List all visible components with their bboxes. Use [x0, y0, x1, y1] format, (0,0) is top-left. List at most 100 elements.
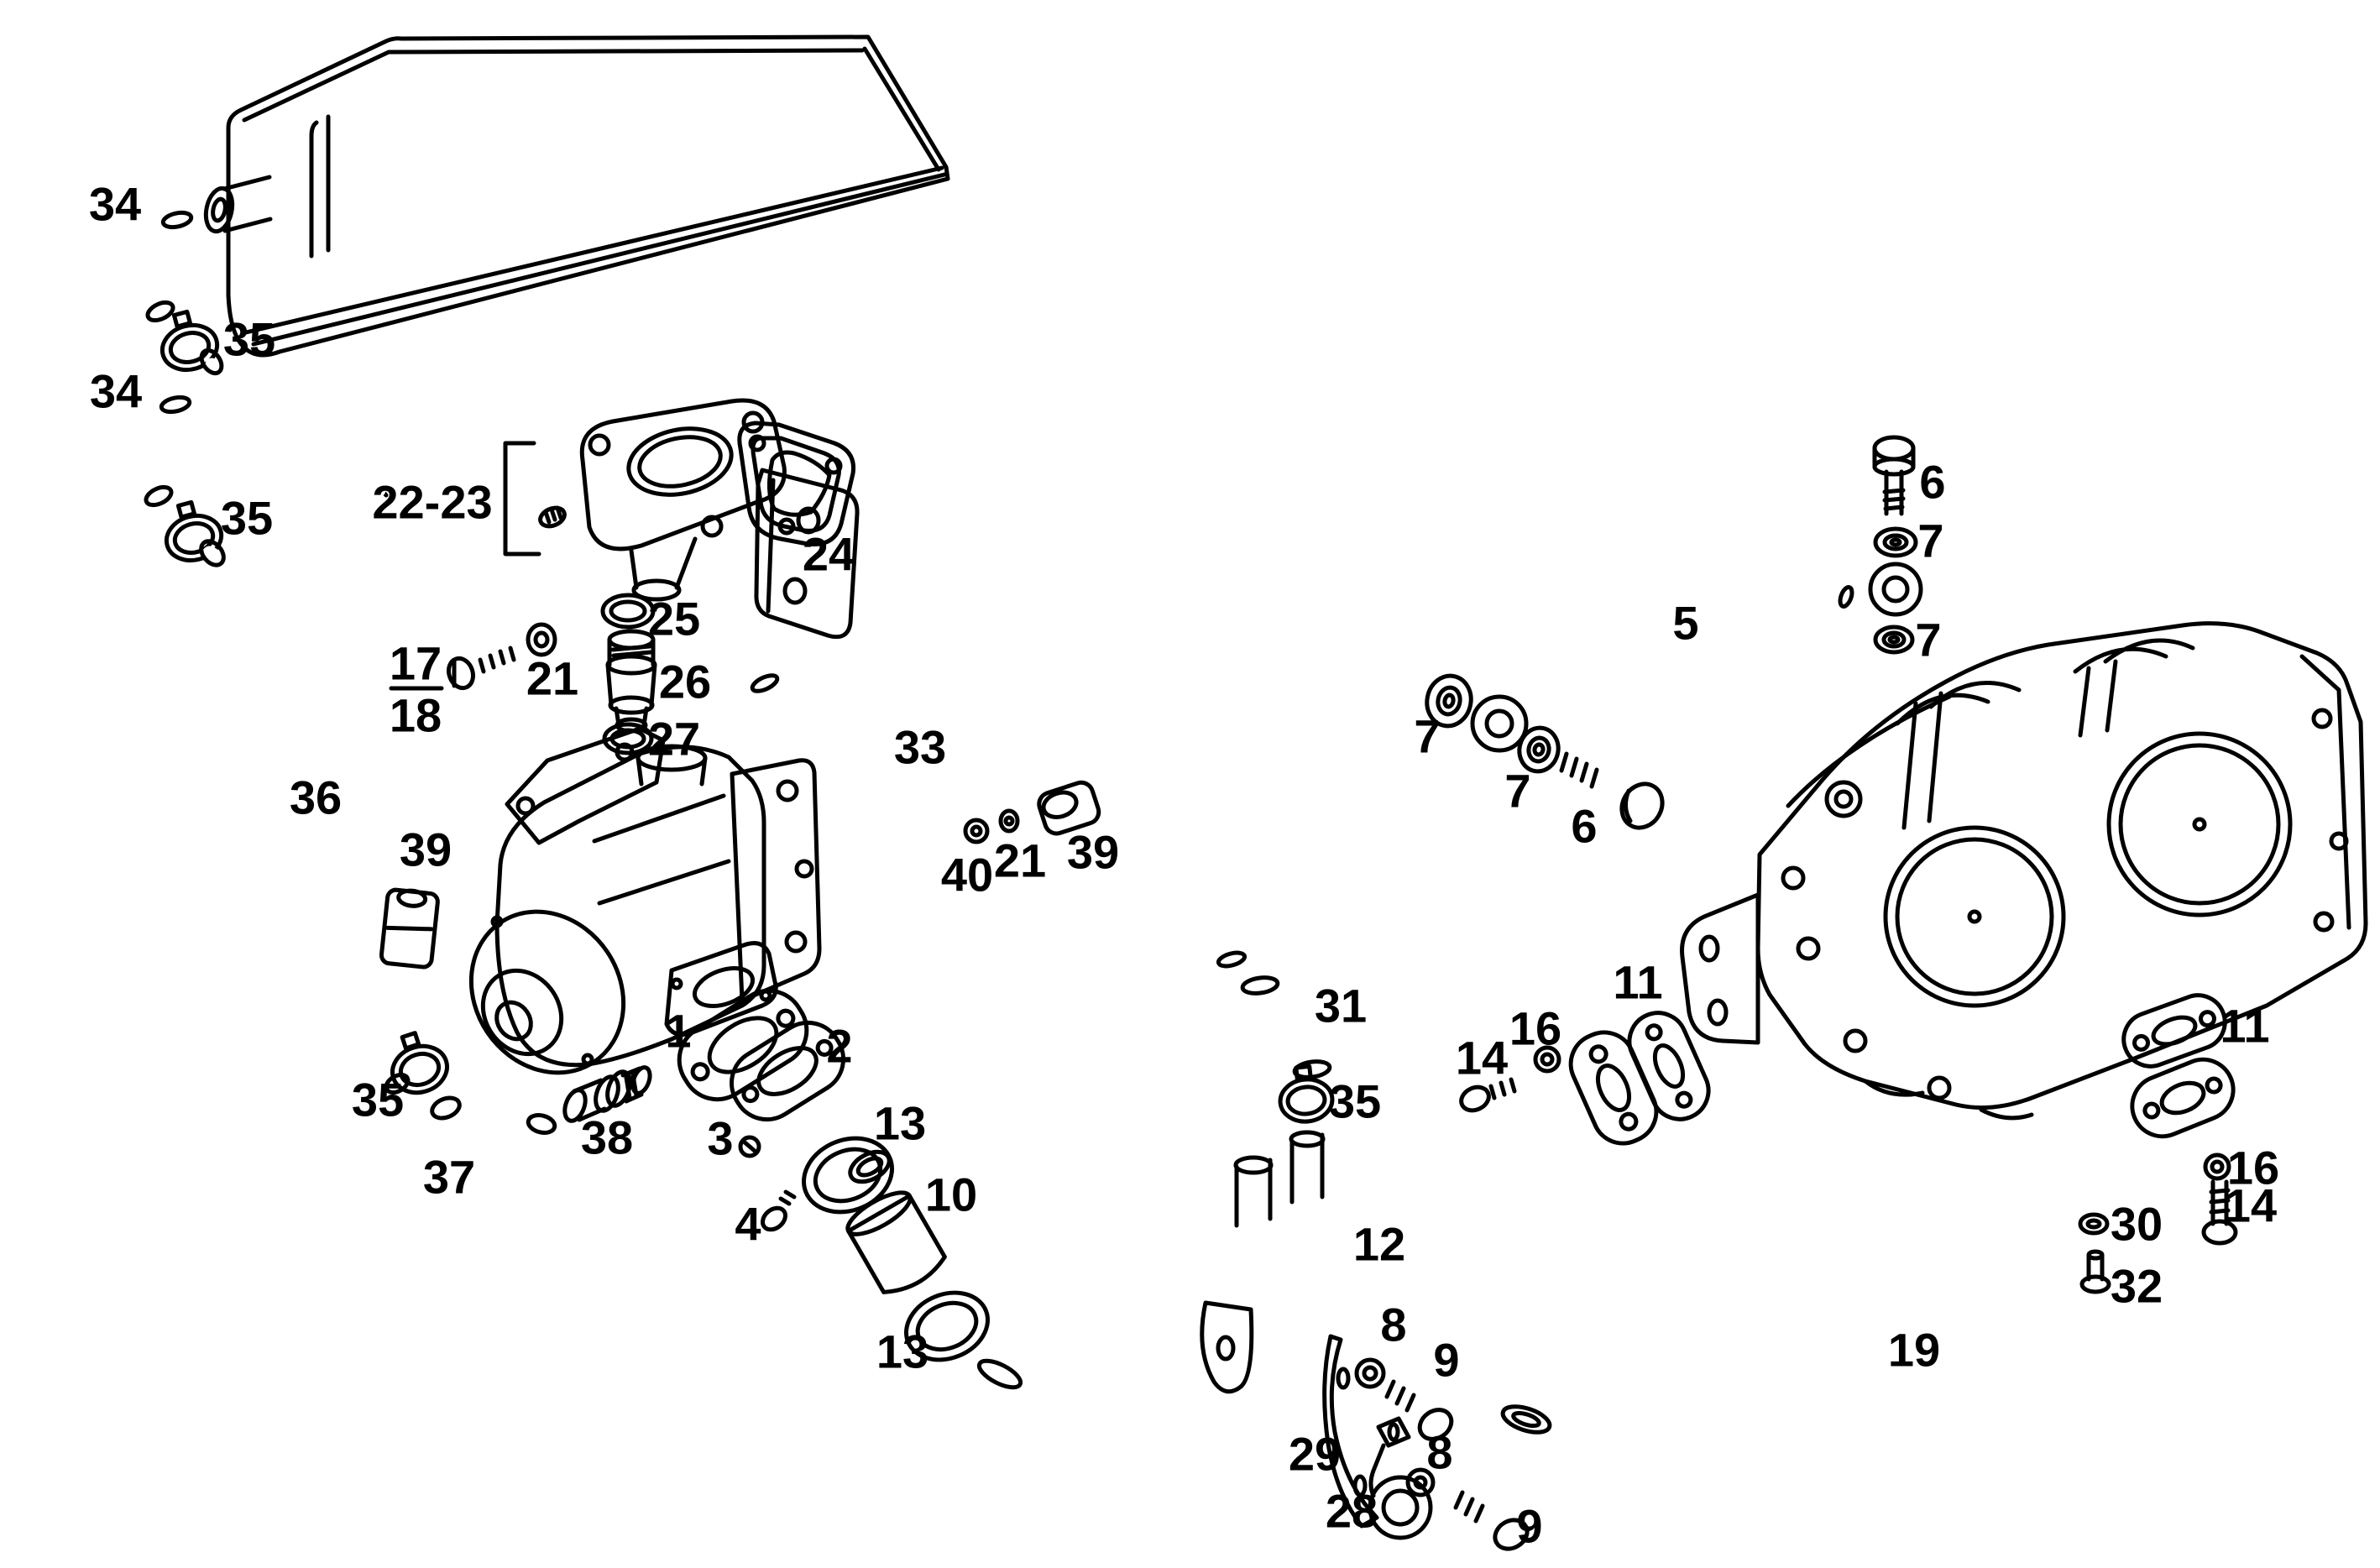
pipe-12-ear	[1200, 1300, 1254, 1394]
callout-9-lower: 9	[1516, 1500, 1542, 1553]
bolt-9-lower	[1452, 1490, 1530, 1551]
clamp-35-pipe36	[390, 1031, 449, 1095]
pump-outlet-flange	[664, 941, 778, 1037]
callout-26: 26	[659, 656, 711, 708]
pipe-12-flange	[1568, 1030, 1659, 1146]
plug-32	[2079, 1249, 2111, 1294]
washer-16-left	[1533, 1045, 1561, 1074]
callout-1: 1	[665, 1005, 691, 1058]
washer-16-right	[2203, 1152, 2231, 1181]
callout-7-mid: 7	[1915, 614, 1941, 666]
callout-18: 18	[390, 689, 442, 742]
callout-6-top: 6	[1919, 456, 1945, 509]
bolt-6-bottom	[1557, 751, 1665, 830]
gasket-11-left	[1627, 1011, 1711, 1121]
callout-22-23: 22-23	[372, 476, 492, 529]
pipe-19-flange	[2130, 1057, 2236, 1139]
bolt-17-18	[446, 645, 527, 691]
pump-snout	[468, 909, 626, 1075]
bolt-9-upper	[1384, 1379, 1454, 1441]
washer-7-rod-right	[1517, 725, 1561, 774]
callout-12: 12	[1353, 1218, 1405, 1271]
oring-25	[600, 593, 656, 630]
callout-35-hose31: 35	[1329, 1075, 1381, 1128]
valve-cover-spout	[203, 175, 273, 234]
callout-21-left: 21	[526, 652, 578, 705]
bolt-14-right	[2201, 1179, 2238, 1246]
callout-11-right: 11	[2220, 1000, 2269, 1053]
fitting-38	[562, 1065, 652, 1123]
bolt-4	[761, 1182, 801, 1232]
callout-17: 17	[390, 637, 442, 690]
callout-39-center: 39	[1067, 826, 1119, 879]
hose-34-lower	[91, 392, 192, 512]
callout-2: 2	[826, 1020, 852, 1073]
callout-19: 19	[1888, 1324, 1940, 1377]
callout-27: 27	[648, 713, 700, 766]
callout-21-center: 21	[994, 834, 1046, 887]
seal-13-lower	[904, 1290, 990, 1362]
callout-16-left: 16	[1509, 1002, 1561, 1055]
callout-7-top: 7	[1917, 515, 1943, 567]
callout-37: 37	[423, 1151, 475, 1204]
callout-35-pipe36: 35	[352, 1074, 404, 1126]
pipe-12-stub-left	[1233, 1155, 1274, 1228]
washer-40	[963, 818, 990, 844]
washer-7-rod-left	[1425, 673, 1473, 729]
washer-8-upper	[1354, 1357, 1386, 1389]
pump-body	[494, 745, 766, 1068]
grommet-39-center	[1037, 780, 1101, 836]
thermostat-housing	[579, 398, 860, 640]
callout-32: 32	[2111, 1260, 2163, 1313]
hose-37	[430, 1095, 557, 1188]
gasket-1	[677, 988, 809, 1102]
washer-21-center	[998, 808, 1020, 834]
callout-28: 28	[1326, 1485, 1378, 1538]
callout-8-upper: 8	[1380, 1299, 1406, 1351]
sleeve-10	[845, 1190, 947, 1294]
washer-7-mid	[1873, 625, 1915, 655]
callout-30: 30	[2111, 1198, 2163, 1251]
callout-7-rod-left: 7	[1414, 710, 1440, 763]
hose-34-upper	[92, 207, 194, 327]
clamp-35-hose31	[1278, 1064, 1335, 1124]
washer-30	[2078, 1212, 2110, 1236]
line-art	[91, 34, 2368, 1551]
callout-6-bottom: 6	[1571, 800, 1597, 853]
screw-3	[738, 1135, 761, 1158]
washer-7-top	[1873, 526, 1918, 558]
valve-cover	[203, 34, 950, 358]
bracket-28	[1368, 1416, 1433, 1540]
callout-39-left: 39	[400, 823, 452, 876]
callout-16-right: 16	[2227, 1142, 2279, 1194]
callout-36: 36	[290, 771, 342, 824]
bracket-22-23	[503, 441, 541, 557]
pipe-12-stub-right	[1289, 1130, 1326, 1205]
callout-8-lower: 8	[1426, 1426, 1452, 1479]
callout-33: 33	[894, 721, 946, 774]
bolt-6-top	[1872, 435, 1916, 516]
callout-38: 38	[581, 1111, 633, 1164]
callout-24: 24	[803, 528, 855, 581]
pipe-19	[1500, 1057, 2236, 1436]
pipe-33	[750, 673, 1248, 985]
stud-22-23	[503, 441, 567, 557]
callout-40: 40	[941, 849, 993, 902]
callout-14-left: 14	[1456, 1032, 1508, 1085]
clamp-35-upper	[160, 309, 220, 373]
callout-9-upper: 9	[1433, 1334, 1459, 1387]
callout-4: 4	[735, 1198, 761, 1251]
pump-mount-plate	[730, 758, 822, 1003]
bracket-39-left	[379, 887, 440, 970]
vent-pipe	[199, 348, 389, 498]
pipe-12	[976, 1030, 1659, 1394]
callout-11-left: 11	[1613, 956, 1662, 1009]
clamp-35-lower	[164, 499, 224, 563]
washer-8-lower	[1405, 1467, 1436, 1497]
callout-35-lower: 35	[221, 492, 273, 545]
bolt-14-left	[1459, 1077, 1524, 1113]
bracket-29	[1322, 1334, 1379, 1529]
banjo-eye-bottom	[1470, 694, 1529, 753]
banjo-rod-5	[1470, 562, 1923, 753]
